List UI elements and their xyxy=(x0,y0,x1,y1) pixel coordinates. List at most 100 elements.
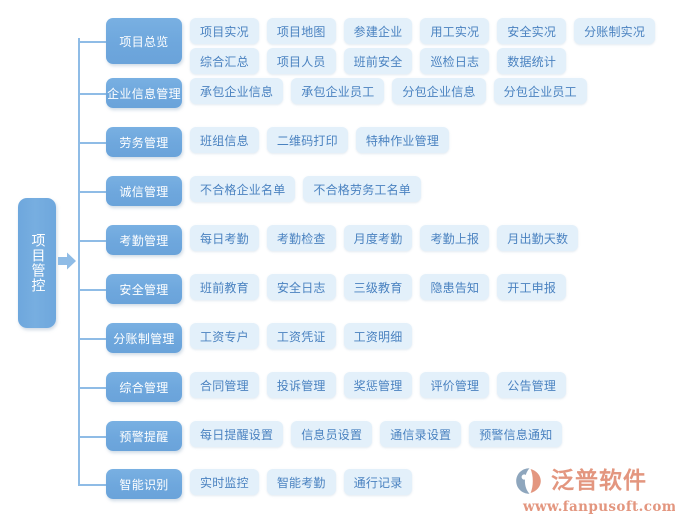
category-box[interactable]: 考勤管理 xyxy=(106,225,182,255)
category-box[interactable]: 安全管理 xyxy=(106,274,182,304)
item-box[interactable]: 月出勤天数 xyxy=(497,225,579,251)
category-label: 诚信管理 xyxy=(119,184,169,199)
item-box[interactable]: 不合格劳务工名单 xyxy=(303,176,422,202)
item-box[interactable]: 班前教育 xyxy=(190,274,259,300)
item-box[interactable]: 工资凭证 xyxy=(266,323,336,349)
item-group: 工资专户工资凭证 工资明细 xyxy=(190,323,413,349)
category-label: 企业信息管理 xyxy=(107,86,181,101)
tree-connector-branch xyxy=(78,240,106,242)
item-box[interactable]: 分包企业员工 xyxy=(493,78,587,104)
category-box[interactable]: 综合管理 xyxy=(106,372,182,402)
item-box[interactable]: 班前安全 xyxy=(343,48,413,74)
item-box[interactable]: 合同管理 xyxy=(190,372,259,398)
item-box[interactable]: 安全实况 xyxy=(497,18,567,44)
item-label: 综合汇总 xyxy=(200,54,249,69)
item-label: 合同管理 xyxy=(200,378,249,393)
item-box[interactable]: 评价管理 xyxy=(420,372,490,398)
category-box[interactable]: 项目总览 xyxy=(106,18,182,64)
item-box[interactable]: 承包企业信息 xyxy=(190,78,284,104)
item-box[interactable]: 承包企业员工 xyxy=(291,78,385,104)
tree-connector-branch xyxy=(78,338,106,340)
item-box[interactable]: 三级教育 xyxy=(343,274,413,300)
item-box[interactable]: 实时监控 xyxy=(190,469,259,495)
item-label: 月出勤天数 xyxy=(507,231,569,246)
item-box[interactable]: 班组信息 xyxy=(190,127,259,153)
item-label: 巡检日志 xyxy=(430,54,480,69)
tree-connector-branch xyxy=(78,41,106,43)
item-box[interactable]: 考勤上报 xyxy=(420,225,490,251)
item-label: 工资明细 xyxy=(353,329,403,344)
item-line: 班组信息 二维码打印 特种作业管理 xyxy=(190,127,450,153)
item-box[interactable]: 特种作业管理 xyxy=(355,127,450,153)
item-box[interactable]: 综合汇总 xyxy=(190,48,259,74)
item-box[interactable]: 奖惩管理 xyxy=(343,372,413,398)
item-group: 每日提醒设置 信息员设置 通信录设置预警信息通知 xyxy=(190,421,563,447)
item-box[interactable]: 工资专户 xyxy=(190,323,259,349)
item-box[interactable]: 每日考勤 xyxy=(190,225,259,251)
item-box[interactable]: 二维码打印 xyxy=(266,127,348,153)
item-box[interactable]: 项目人员 xyxy=(266,48,336,74)
item-label: 每日考勤 xyxy=(200,231,249,246)
category-label: 项目总览 xyxy=(119,34,169,49)
item-label: 项目人员 xyxy=(276,54,326,69)
item-group: 班组信息 二维码打印 特种作业管理 xyxy=(190,127,450,153)
item-box[interactable]: 参建企业 xyxy=(343,18,413,44)
item-label: 通行记录 xyxy=(353,475,403,490)
item-label: 安全实况 xyxy=(507,24,557,39)
item-group: 承包企业信息承包企业员工分包企业信息 分包企业员工 xyxy=(190,78,587,104)
item-label: 参建企业 xyxy=(353,24,403,39)
item-label: 班组信息 xyxy=(200,133,249,148)
item-box[interactable]: 不合格企业名单 xyxy=(190,176,296,202)
item-box[interactable]: 月度考勤 xyxy=(343,225,413,251)
item-line: 每日考勤 考勤检查月度考勤考勤上报 月出勤天数 xyxy=(190,225,579,251)
item-box[interactable]: 分包企业信息 xyxy=(392,78,486,104)
root-node-label: 项目管控 xyxy=(29,233,46,293)
item-label: 信息员设置 xyxy=(301,427,363,442)
item-label: 班前教育 xyxy=(200,280,249,295)
item-box[interactable]: 通信录设置 xyxy=(380,421,462,447)
item-line: 承包企业信息承包企业员工分包企业信息 分包企业员工 xyxy=(190,78,587,104)
item-box[interactable]: 项目实况 xyxy=(190,18,259,44)
item-box[interactable]: 巡检日志 xyxy=(420,48,490,74)
item-box[interactable]: 信息员设置 xyxy=(291,421,373,447)
item-label: 特种作业管理 xyxy=(365,133,440,148)
item-box[interactable]: 每日提醒设置 xyxy=(190,421,284,447)
item-box[interactable]: 项目地图 xyxy=(266,18,336,44)
item-box[interactable]: 安全日志 xyxy=(266,274,336,300)
item-box[interactable]: 工资明细 xyxy=(343,323,413,349)
item-box[interactable]: 考勤检查 xyxy=(266,225,336,251)
item-box[interactable]: 用工实况 xyxy=(420,18,490,44)
item-label: 项目实况 xyxy=(200,24,249,39)
item-box[interactable]: 数据统计 xyxy=(497,48,567,74)
item-label: 奖惩管理 xyxy=(353,378,403,393)
category-box[interactable]: 预警提醒 xyxy=(106,421,182,451)
item-box[interactable]: 预警信息通知 xyxy=(469,421,563,447)
item-box[interactable]: 投诉管理 xyxy=(266,372,336,398)
item-box[interactable]: 通行记录 xyxy=(343,469,413,495)
category-box[interactable]: 劳务管理 xyxy=(106,127,182,157)
tree-connector-branch xyxy=(78,387,106,389)
item-box[interactable]: 开工申报 xyxy=(497,274,567,300)
item-label: 班前安全 xyxy=(353,54,403,69)
category-box[interactable]: 诚信管理 xyxy=(106,176,182,206)
category-box[interactable]: 智能识别 xyxy=(106,469,182,499)
tree-connector-branch xyxy=(78,436,106,438)
item-line: 不合格企业名单 不合格劳务工名单 xyxy=(190,176,422,202)
tree-connector-vertical xyxy=(78,38,80,486)
item-box[interactable]: 分账制实况 xyxy=(574,18,656,44)
item-line: 每日提醒设置 信息员设置 通信录设置预警信息通知 xyxy=(190,421,563,447)
item-group: 不合格企业名单 不合格劳务工名单 xyxy=(190,176,422,202)
category-label: 分账制管理 xyxy=(113,331,175,346)
category-box[interactable]: 企业信息管理 xyxy=(106,78,182,108)
item-line: 综合汇总 项目人员 班前安全 巡检日志 数据统计 xyxy=(190,48,655,74)
logo-url-text: www.fanpusoft.com xyxy=(523,499,675,515)
item-box[interactable]: 隐患告知 xyxy=(420,274,490,300)
category-box[interactable]: 分账制管理 xyxy=(106,323,182,353)
item-label: 不合格企业名单 xyxy=(200,182,286,197)
item-group: 实时监控智能考勤 通行记录 xyxy=(190,469,413,495)
item-label: 分包企业员工 xyxy=(503,84,577,99)
item-line: 工资专户工资凭证 工资明细 xyxy=(190,323,413,349)
item-box[interactable]: 智能考勤 xyxy=(266,469,336,495)
item-box[interactable]: 公告管理 xyxy=(497,372,567,398)
item-label: 安全日志 xyxy=(276,280,326,295)
